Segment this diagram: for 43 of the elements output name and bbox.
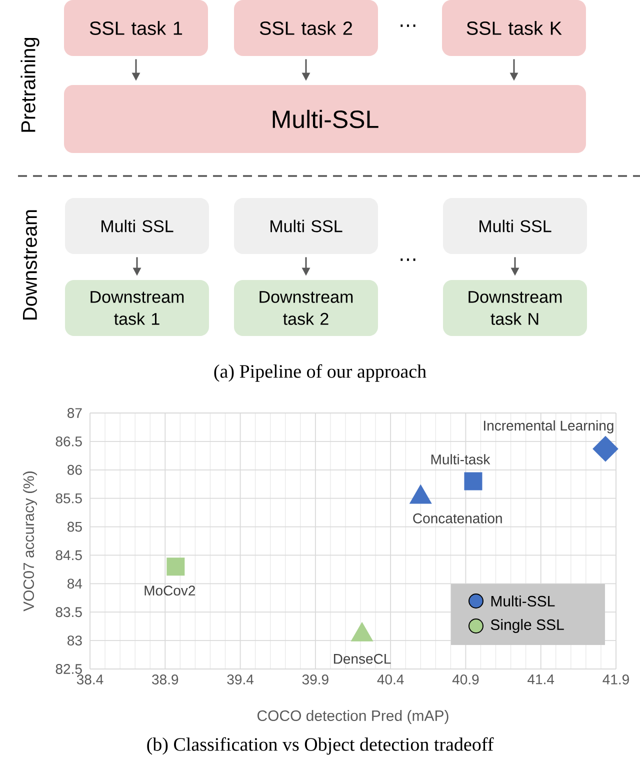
legend-label: Single SSL — [490, 619, 564, 633]
point-label: MoCov2 — [144, 586, 196, 596]
process-box: SSL task 1 — [64, 0, 208, 56]
y-tick-label: 82.5 — [56, 664, 82, 674]
ellipsis: ⋯ — [400, 24, 416, 27]
y-tick-label: 86 — [68, 464, 82, 475]
y-tick-label: 85 — [68, 522, 82, 532]
point-label: Concatenation — [413, 513, 502, 524]
ellipsis: ⋯ — [400, 258, 416, 261]
caption: (b) Classification vs Object detection tradeoff — [147, 737, 494, 755]
y-tick-label: 85.5 — [56, 493, 82, 504]
legend-label: Multi-SSL — [491, 595, 555, 606]
process-box: Multi-SSL — [64, 85, 586, 153]
x-tick-label: 40.4 — [377, 674, 404, 684]
point-label: Incremental Learning — [484, 420, 614, 434]
axis-title: COCO detection Pred (mAP) — [257, 710, 448, 724]
y-tick-label: 87 — [68, 408, 82, 418]
x-tick-label: 39.9 — [302, 674, 328, 684]
process-box: Multi SSL — [234, 198, 378, 254]
axis-title: VOC07 accuracy (%) — [23, 472, 37, 612]
process-box: Downstream task N — [443, 280, 587, 336]
process-box: Downstream task 2 — [234, 280, 378, 336]
process-box: Multi SSL — [65, 198, 209, 254]
y-tick-label: 83 — [68, 636, 82, 646]
point-label: DenseCL — [334, 654, 391, 664]
y-tick-label: 86.5 — [56, 436, 82, 446]
x-tick-label: 40.9 — [452, 674, 479, 684]
process-box: Downstream task 1 — [65, 280, 209, 336]
x-tick-label: 41.4 — [528, 674, 554, 684]
y-tick-label: 84 — [68, 578, 82, 589]
point-label: Multi-task — [431, 454, 490, 464]
process-box: SSL task 2 — [234, 0, 378, 56]
x-tick-label: 38.4 — [76, 674, 104, 684]
process-box: SSL task K — [442, 0, 586, 56]
x-tick-label: 39.4 — [227, 674, 254, 684]
caption: (a) Pipeline of our approach — [214, 364, 426, 382]
x-tick-label: 41.9 — [602, 674, 629, 684]
y-tick-label: 83.5 — [56, 607, 82, 618]
x-tick-label: 38.9 — [152, 674, 178, 684]
section-label: Pretraining — [20, 38, 40, 132]
section-label: Downstream — [23, 210, 37, 320]
process-box: Multi SSL — [443, 198, 587, 254]
y-tick-label: 84.5 — [56, 550, 82, 560]
